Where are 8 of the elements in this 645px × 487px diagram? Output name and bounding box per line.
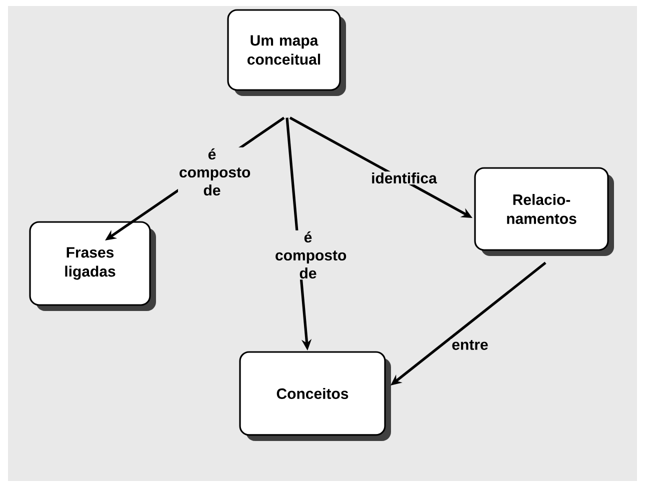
edge-label: é composto de — [178, 147, 250, 197]
concept-box: Relacio- namentos — [474, 167, 614, 256]
edge-label: identifica — [370, 171, 438, 184]
concept-box: Conceitos — [239, 351, 391, 441]
concept-box: Frases ligadas — [29, 221, 156, 311]
edge-label: é composto de — [274, 230, 346, 280]
edge-label: entre — [450, 339, 490, 351]
concept-box: Um mapa conceitual — [227, 9, 346, 96]
